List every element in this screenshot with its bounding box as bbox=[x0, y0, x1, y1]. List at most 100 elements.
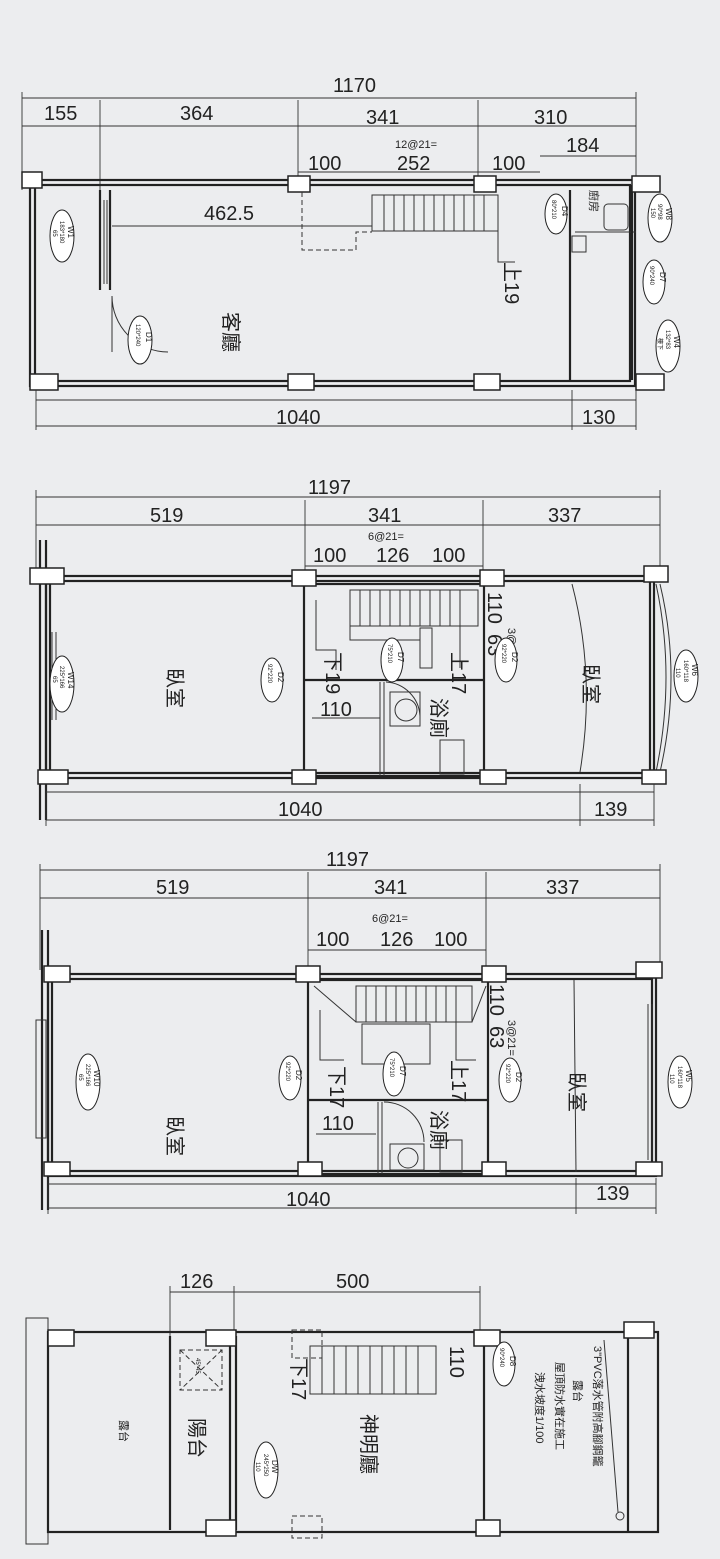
floor-4-plan: 126 500 45*45 bbox=[25, 1271, 660, 1545]
dim-floor2-110b: 110 bbox=[320, 699, 352, 721]
note-drain-slope: 洩水坡度1/100 bbox=[533, 1372, 547, 1444]
door-tag-d7-floor3: D7 75*210 bbox=[382, 1051, 407, 1097]
svg-text:110: 110 bbox=[254, 1462, 260, 1472]
svg-text:D7: D7 bbox=[398, 1066, 407, 1077]
stair-down-floor3: 下17 bbox=[325, 1066, 347, 1108]
svg-text:65: 65 bbox=[51, 230, 57, 237]
window-tag-w6: W6 160*118 110 bbox=[673, 649, 699, 703]
svg-text:110: 110 bbox=[668, 1074, 674, 1084]
dim-floor3-63: 63 bbox=[485, 1026, 507, 1048]
dim-floor3-100a: 100 bbox=[316, 929, 349, 951]
note-waterproofing: 屋頂防水實在施工 bbox=[553, 1362, 567, 1450]
room-bedroom-right-floor2: 臥室 bbox=[579, 664, 602, 704]
door-tag-d8: D8 90*240 bbox=[492, 1341, 517, 1387]
dim-floor2-519: 519 bbox=[150, 505, 183, 527]
dim-floor2-1040: 1040 bbox=[278, 799, 323, 821]
svg-text:D8: D8 bbox=[508, 1356, 517, 1367]
dim-floor3-341: 341 bbox=[374, 877, 407, 899]
svg-text:92*220: 92*220 bbox=[504, 1064, 510, 1084]
svg-text:183*180: 183*180 bbox=[58, 221, 64, 244]
dim-floor3-100b: 100 bbox=[434, 929, 467, 951]
dim-floor1-130: 130 bbox=[582, 407, 615, 429]
svg-text:132*83: 132*83 bbox=[664, 330, 670, 350]
dim-floor2-stair-formula: 6@21= bbox=[368, 531, 404, 543]
dim-floor4-126: 126 bbox=[180, 1271, 213, 1293]
dim-floor2-100a: 100 bbox=[313, 545, 346, 567]
room-living: 客廳 bbox=[219, 312, 242, 352]
svg-text:225*166: 225*166 bbox=[58, 666, 64, 689]
svg-text:D1: D1 bbox=[144, 332, 153, 343]
svg-text:90*240: 90*240 bbox=[498, 1348, 504, 1368]
svg-text:75*210: 75*210 bbox=[388, 1058, 394, 1078]
door-tag-d2-left-floor3: D2 92*220 bbox=[278, 1055, 303, 1101]
dim-floor1-341: 341 bbox=[366, 107, 399, 129]
room-bath-floor2: 浴廁 bbox=[427, 698, 450, 738]
dim-floor2-341: 341 bbox=[368, 505, 401, 527]
svg-text:65: 65 bbox=[77, 1074, 83, 1081]
svg-text:樓下: 樓下 bbox=[656, 338, 664, 350]
svg-text:245*250: 245*250 bbox=[262, 1454, 268, 1477]
dim-floor2-139: 139 bbox=[594, 799, 627, 821]
dim-floor4-500: 500 bbox=[336, 1271, 369, 1293]
svg-text:75*210: 75*210 bbox=[386, 644, 392, 664]
dim-floor3-139: 139 bbox=[596, 1183, 629, 1205]
svg-text:120*240: 120*240 bbox=[134, 324, 140, 347]
svg-text:W5: W5 bbox=[684, 1070, 693, 1083]
dim-floor1-1040: 1040 bbox=[276, 407, 321, 429]
svg-text:W14: W14 bbox=[66, 672, 75, 689]
dim-floor1-total: 1170 bbox=[333, 75, 376, 97]
dim-floor1-364: 364 bbox=[180, 103, 213, 125]
room-kitchen: 廚房 bbox=[587, 190, 601, 212]
room-bedroom-right-floor3: 臥室 bbox=[565, 1072, 588, 1112]
door-tag-dw: DW 245*250 110 bbox=[253, 1441, 279, 1499]
svg-text:W4: W4 bbox=[672, 336, 681, 349]
window-tag-w4: W4 132*83 樓下 bbox=[655, 319, 681, 373]
svg-text:D7: D7 bbox=[658, 272, 667, 283]
stair-down-floor4: 下17 bbox=[287, 1358, 309, 1400]
dim-floor3-337: 337 bbox=[546, 877, 579, 899]
svg-text:92*220: 92*220 bbox=[284, 1062, 290, 1082]
svg-text:225*166: 225*166 bbox=[84, 1064, 90, 1087]
room-bedroom-left-floor3: 臥室 bbox=[163, 1116, 186, 1156]
dim-floor4-110: 110 bbox=[445, 1346, 467, 1378]
dim-floor3-total: 1197 bbox=[326, 849, 369, 871]
door-tag-d7-floor2: D7 75*210 bbox=[380, 637, 405, 683]
svg-text:160*118: 160*118 bbox=[676, 1066, 682, 1089]
room-terrace-right: 露台 bbox=[571, 1380, 585, 1402]
svg-text:92*220: 92*220 bbox=[266, 664, 272, 684]
svg-text:80*210: 80*210 bbox=[550, 200, 556, 220]
room-balcony: 陽台 bbox=[185, 1418, 208, 1458]
dim-floor3-110b: 110 bbox=[322, 1113, 354, 1135]
door-tag-d2-left-floor2: D2 92*220 bbox=[260, 657, 285, 703]
svg-text:W1: W1 bbox=[66, 226, 75, 239]
svg-text:110: 110 bbox=[674, 668, 680, 678]
dim-floor1-stair-formula: 12@21= bbox=[395, 139, 437, 151]
dim-floor1-462: 462.5 bbox=[204, 203, 254, 225]
room-bath-floor3: 浴廁 bbox=[427, 1110, 450, 1150]
svg-text:DW: DW bbox=[270, 1460, 279, 1474]
dim-floor2-100b: 100 bbox=[432, 545, 465, 567]
floor-2-plan: 1197 519 341 337 6@21= 100 126 100 bbox=[29, 477, 699, 826]
door-tag-d2-right-floor2: D2 92*220 bbox=[494, 637, 519, 683]
door-tag-d2-right-floor3: D2 92*220 bbox=[498, 1057, 523, 1103]
dim-floor2-110: 110 bbox=[483, 592, 505, 624]
dim-floor1-184: 184 bbox=[566, 135, 599, 157]
stair-label-floor1: 上19 bbox=[500, 262, 523, 304]
note-drain-pipe: 3"PVC落水管附高腳鋼籠 bbox=[591, 1346, 605, 1467]
room-shrine: 神明廳 bbox=[357, 1414, 380, 1474]
dim-floor3-110: 110 bbox=[485, 984, 507, 1016]
svg-text:W8: W8 bbox=[664, 208, 673, 221]
window-tag-w14: W14 225*166 65 bbox=[49, 655, 75, 713]
dim-floor1-252: 252 bbox=[397, 153, 430, 175]
window-tag-w8: W8 90*98 150 bbox=[647, 193, 673, 243]
dim-floor3-126: 126 bbox=[380, 929, 413, 951]
svg-text:W6: W6 bbox=[690, 664, 699, 677]
svg-text:D7: D7 bbox=[396, 652, 405, 663]
dim-floor1-155: 155 bbox=[44, 103, 77, 125]
svg-text:90*98: 90*98 bbox=[656, 204, 662, 220]
room-roof-terrace-left: 露台 bbox=[117, 1420, 131, 1442]
dim-floor2-126: 126 bbox=[376, 545, 409, 567]
dim-floor3-1040: 1040 bbox=[286, 1189, 331, 1211]
svg-text:90*240: 90*240 bbox=[648, 266, 654, 286]
